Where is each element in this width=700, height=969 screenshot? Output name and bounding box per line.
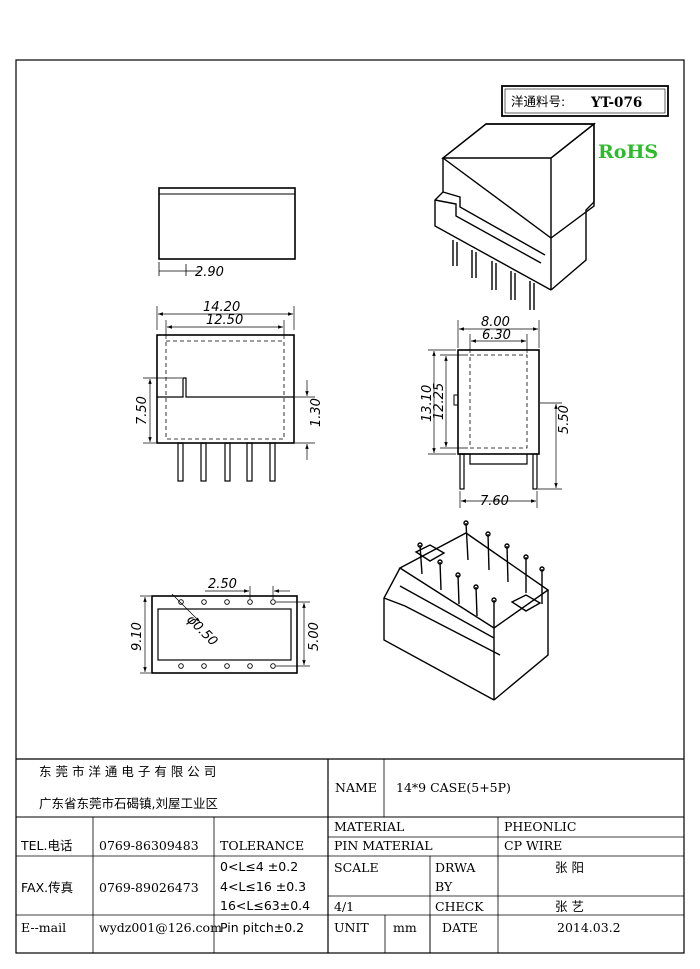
tel-value: 0769-86309483	[99, 838, 199, 853]
part-number-box: 洋通料号: YT-076	[501, 85, 669, 117]
dim-front-inner-width: 12.50	[206, 313, 243, 328]
dim-bottom-row-span: 5.00	[307, 622, 322, 651]
dim-side-inner-width: 6.30	[482, 328, 511, 343]
side-view	[428, 320, 562, 508]
front-view	[143, 306, 315, 482]
email-value: wydz001@126.com	[99, 920, 222, 935]
date-label: DATE	[442, 920, 478, 935]
scale-label: SCALE	[334, 860, 379, 875]
company-address: 广东省东莞市石碣镇,刘屋工业区	[39, 796, 218, 811]
bottom-view-holes	[178, 599, 276, 669]
name-label: NAME	[335, 780, 377, 795]
dim-side-overall-width: 8.00	[481, 315, 510, 330]
drawn-by-value: 张 阳	[555, 860, 584, 875]
top-view	[158, 187, 296, 276]
tolerance-row-4: Pin pitch±0.2	[220, 920, 304, 935]
scale-value: 4/1	[334, 899, 354, 914]
tolerance-row-3: 16<L≤63±0.4	[220, 898, 310, 913]
dim-bottom-pitch: 2.50	[208, 577, 237, 592]
unit-label: UNIT	[334, 920, 369, 935]
tolerance-row-2: 4<L≤16 ±0.3	[220, 879, 306, 894]
tolerance-row-1: 0<L≤4 ±0.2	[220, 859, 298, 874]
email-label: E--mail	[21, 920, 66, 935]
dim-top-width: 2.90	[195, 265, 224, 280]
fax-label: FAX.传真	[21, 880, 73, 895]
date-value: 2014.03.2	[557, 920, 621, 935]
isometric-view-inverted	[383, 520, 550, 701]
dim-side-height: 13.10	[420, 385, 435, 422]
title-block	[16, 758, 684, 953]
dim-side-inner-height: 12.25	[432, 383, 447, 420]
pin-material-value: CP WIRE	[504, 838, 562, 853]
material-label: MATERIAL	[334, 819, 404, 834]
dim-side-pin-span: 7.60	[480, 494, 509, 509]
dim-bottom-width: 9.10	[130, 622, 145, 651]
dim-pin-offset: 1.30	[309, 398, 324, 427]
dim-bottom-hole: φ0.50	[183, 612, 220, 649]
unit-value: mm	[393, 920, 417, 935]
part-number-value: YT-076	[590, 95, 642, 111]
check-value: 张 艺	[555, 899, 584, 914]
front-view-pins	[177, 442, 276, 482]
check-label: CHECK	[435, 899, 484, 914]
tolerance-label: TOLERANCE	[220, 838, 304, 853]
dim-front-overall-width: 14.20	[203, 300, 240, 315]
rohs-mark: RoHS	[598, 141, 658, 163]
tel-label: TEL.电话	[20, 838, 72, 853]
dim-front-height: 7.50	[135, 396, 150, 425]
fax-value: 0769-89026473	[99, 880, 199, 895]
dim-side-pin-length: 5.50	[557, 405, 572, 434]
bottom-view	[140, 586, 310, 674]
name-value: 14*9 CASE(5+5P)	[396, 780, 511, 795]
drawn-label-line1: DRWA	[435, 860, 476, 875]
isometric-view-upright	[434, 122, 597, 310]
material-value: PHEONLIC	[504, 819, 576, 834]
sheet-border	[15, 59, 685, 954]
pin-material-label: PIN MATERIAL	[334, 838, 433, 853]
drawn-label-line2: BY	[435, 879, 453, 894]
part-number-label: 洋通料号:	[511, 94, 565, 109]
company-name: 东 莞 市 洋 通 电 子 有 限 公 司	[39, 764, 216, 779]
